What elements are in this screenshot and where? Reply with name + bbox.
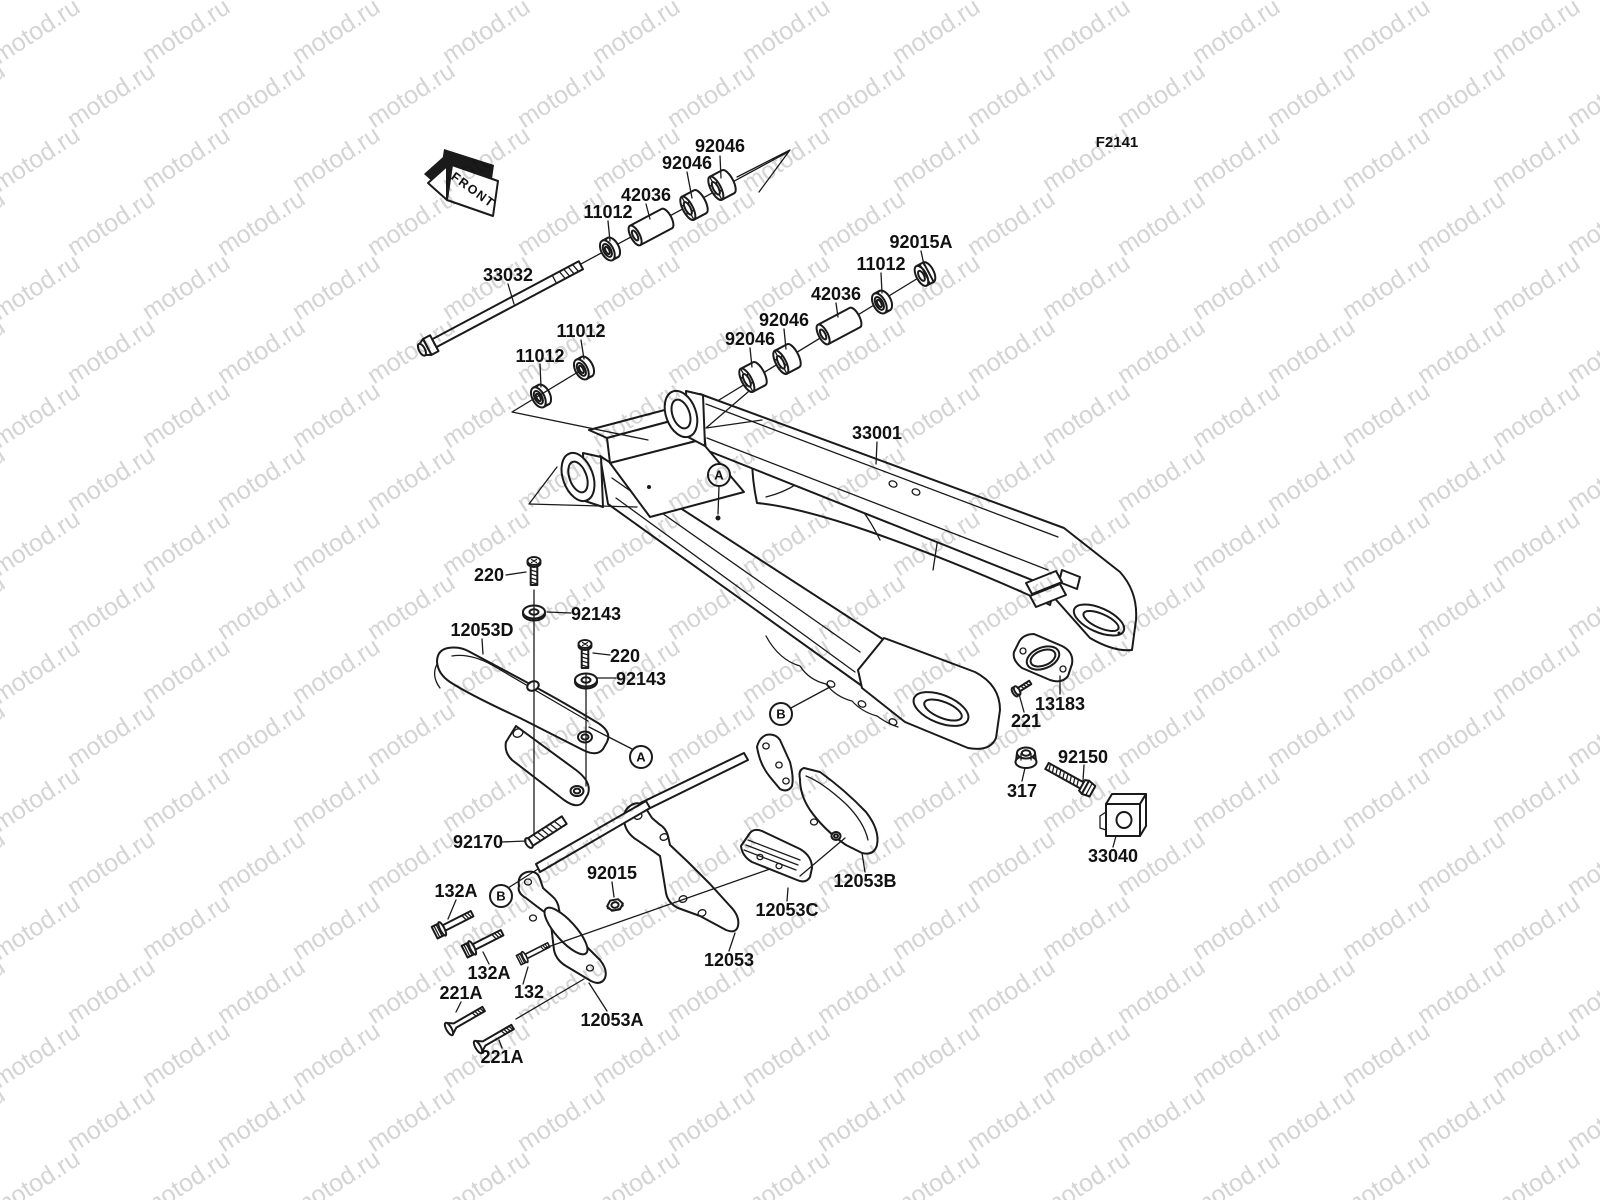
part-label: 220 bbox=[474, 565, 504, 585]
part-label: 132 bbox=[514, 982, 544, 1002]
part-label: 13183 bbox=[1035, 694, 1085, 714]
part-label: 92143 bbox=[616, 669, 666, 689]
part-label-layer: 9204692046420361101233032110121101292015… bbox=[434, 136, 1138, 1067]
part-label: 92143 bbox=[571, 604, 621, 624]
part-label: 92046 bbox=[695, 136, 745, 156]
part-label: 221A bbox=[439, 983, 482, 1003]
part-label: 132A bbox=[467, 963, 510, 983]
right-side-parts bbox=[1012, 633, 1147, 837]
svg-text:A: A bbox=[714, 468, 724, 483]
part-label: 42036 bbox=[621, 185, 671, 205]
chain-guard-plates bbox=[517, 733, 879, 984]
part-label: 92046 bbox=[662, 153, 712, 173]
part-label: 92150 bbox=[1058, 747, 1108, 767]
callout-circle-b: B bbox=[769, 702, 793, 726]
callout-circle-b: B bbox=[489, 884, 513, 908]
pivot-shaft-drawing bbox=[416, 260, 584, 357]
part-label: 221A bbox=[480, 1047, 523, 1067]
part-label: 12053A bbox=[580, 1010, 643, 1030]
svg-text:B: B bbox=[776, 707, 785, 722]
part-label: 92015 bbox=[587, 863, 637, 883]
svg-text:B: B bbox=[496, 889, 505, 904]
part-label: 11012 bbox=[515, 346, 564, 366]
part-label: 11012 bbox=[583, 202, 632, 222]
part-label: 33040 bbox=[1088, 846, 1138, 866]
part-label: 33001 bbox=[852, 423, 902, 443]
part-label: 92046 bbox=[759, 310, 809, 330]
part-label: 42036 bbox=[811, 284, 861, 304]
part-label: 12053D bbox=[450, 620, 513, 640]
part-label: 11012 bbox=[856, 254, 905, 274]
part-label: 12053C bbox=[755, 900, 818, 920]
chain-slider-drawing bbox=[433, 646, 610, 807]
front-arrow: FRONT bbox=[424, 149, 499, 217]
part-label: 92015A bbox=[889, 232, 952, 252]
part-label: 12053 bbox=[704, 950, 754, 970]
figure-code: F2141 bbox=[1096, 134, 1139, 151]
fasteners bbox=[430, 556, 1098, 1056]
part-label: 92046 bbox=[725, 329, 775, 349]
callout-circle-a: A bbox=[707, 463, 731, 487]
callout-circle-a: A bbox=[629, 745, 653, 769]
swingarm-drawing bbox=[560, 389, 1138, 750]
part-label: 132A bbox=[434, 881, 477, 901]
part-label: 317 bbox=[1007, 781, 1037, 801]
part-label: 12053B bbox=[833, 871, 896, 891]
part-label: 221 bbox=[1011, 711, 1041, 731]
part-label: 33032 bbox=[483, 265, 533, 285]
part-label: 220 bbox=[610, 646, 640, 666]
callout-layer: A A B B bbox=[489, 463, 793, 908]
leader-lines bbox=[447, 149, 1117, 1049]
part-label: 92170 bbox=[453, 832, 503, 852]
svg-text:A: A bbox=[636, 750, 646, 765]
part-label: 11012 bbox=[556, 321, 605, 341]
